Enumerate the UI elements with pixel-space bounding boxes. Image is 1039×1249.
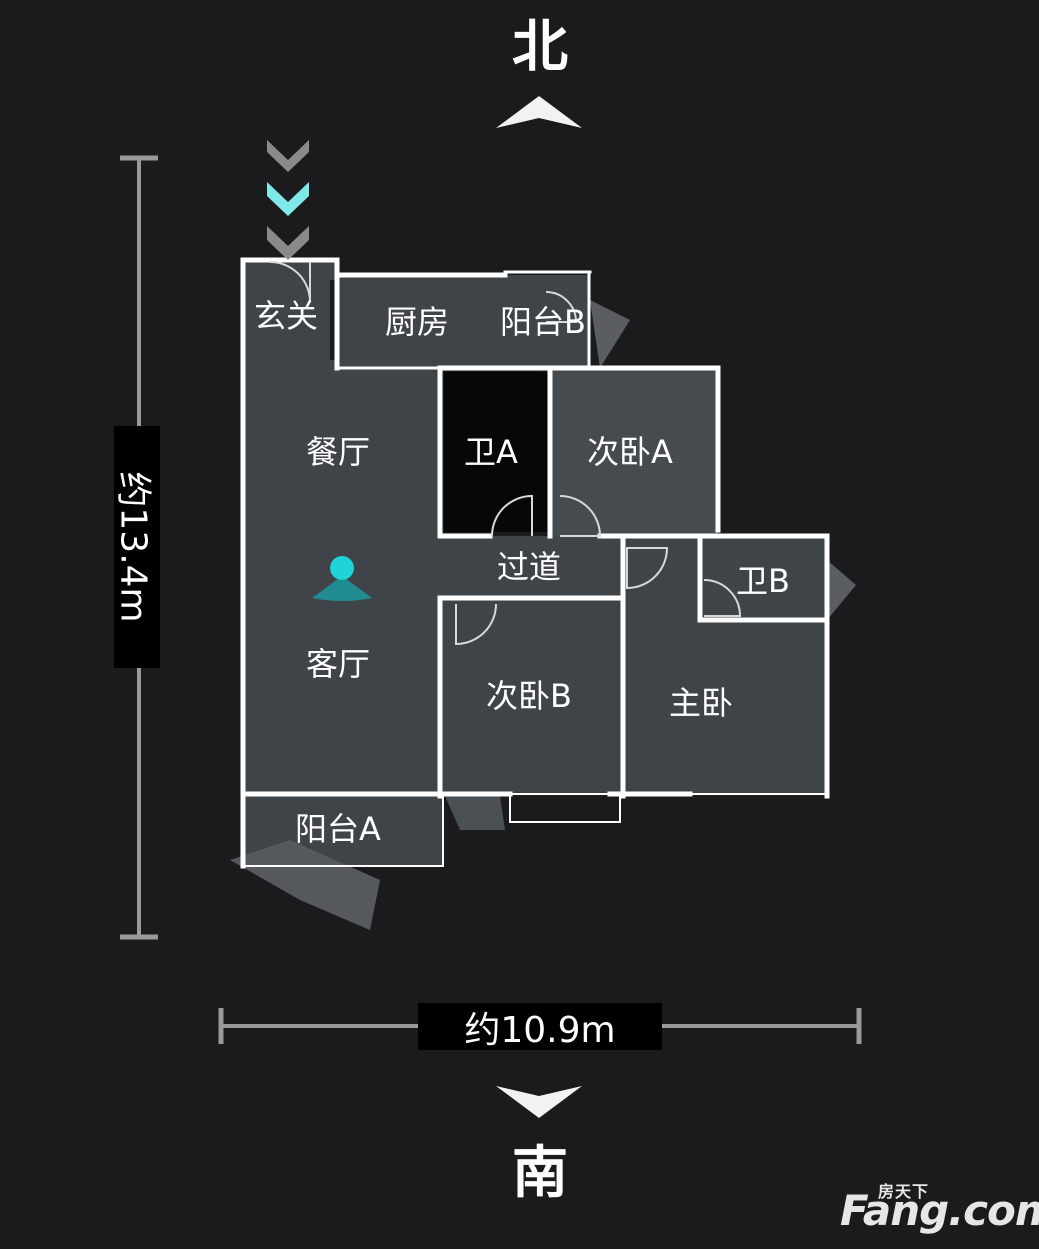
room-label-bedroom-b[interactable]: 次卧B bbox=[486, 677, 572, 715]
position-marker bbox=[312, 556, 372, 601]
room-label-entrance[interactable]: 玄关 bbox=[254, 297, 319, 335]
bath-a-floor bbox=[444, 372, 548, 532]
south-arrow-icon[interactable] bbox=[492, 1082, 586, 1122]
floor-fills bbox=[230, 262, 856, 930]
walls bbox=[240, 257, 830, 869]
south-label: 南 bbox=[512, 1141, 568, 1206]
room-label-living[interactable]: 客厅 bbox=[306, 645, 371, 683]
room-label-bath-b[interactable]: 卫B bbox=[736, 562, 790, 600]
room-label-balcony-a[interactable]: 阳台A bbox=[295, 810, 381, 848]
height-dimension-label: 约13.4m bbox=[113, 426, 160, 668]
room-label-bedroom-a[interactable]: 次卧A bbox=[587, 433, 673, 471]
watermark: 房天下 Fang.com bbox=[840, 1176, 1039, 1236]
room-label-dining[interactable]: 餐厅 bbox=[306, 433, 371, 471]
room-label-bath-a[interactable]: 卫A bbox=[464, 433, 518, 471]
watermark-small-text: 房天下 bbox=[878, 1182, 930, 1201]
room-label-master[interactable]: 主卧 bbox=[669, 684, 734, 722]
north-label: 北 bbox=[512, 15, 568, 80]
room-label-kitchen[interactable]: 厨房 bbox=[385, 303, 450, 341]
watermark-logo-text: Fang.com bbox=[840, 1186, 1039, 1235]
room-label-balcony-b[interactable]: 阳台B bbox=[500, 303, 586, 341]
north-arrow-icon[interactable] bbox=[492, 92, 586, 132]
entrance-chevrons bbox=[267, 140, 309, 260]
room-label-corridor[interactable]: 过道 bbox=[497, 548, 562, 586]
door-swings bbox=[269, 261, 742, 646]
width-dimension-label: 约10.9m bbox=[418, 1003, 662, 1051]
